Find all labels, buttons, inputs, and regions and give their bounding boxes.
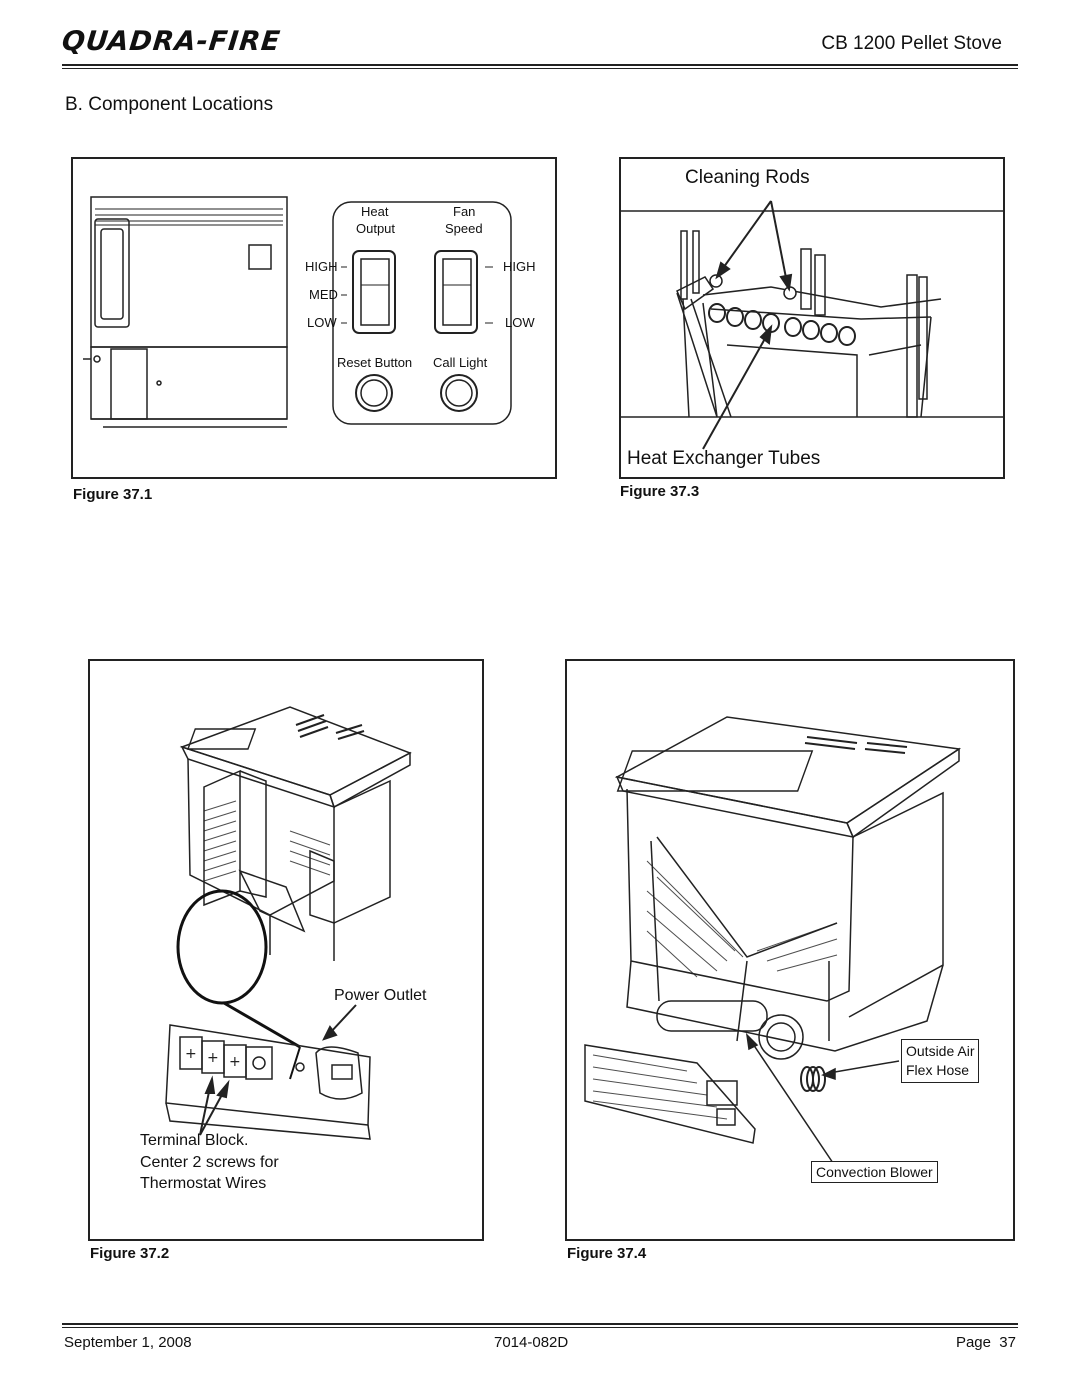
heat-label-1: Heat — [361, 204, 389, 219]
high-left-label: HIGH — [305, 259, 338, 274]
figure-37-4-caption: Figure 37.4 — [567, 1245, 647, 1262]
svg-text:+: + — [185, 1046, 197, 1062]
terminal-block-line-3: Thermostat Wires — [140, 1175, 267, 1192]
footer-rule-thin — [62, 1327, 1018, 1328]
figure-37-3: Cleaning Rods Heat Exchanger Tubes — [619, 157, 1005, 479]
figure-37-3-caption: Figure 37.3 — [620, 483, 700, 500]
convection-blower-drawing — [584, 716, 962, 1164]
header-rule — [62, 64, 1018, 66]
outside-air-line-2: Flex Hose — [906, 1062, 970, 1078]
footer-rule — [62, 1323, 1018, 1325]
low-left-label: LOW — [307, 315, 337, 330]
cleaning-rods-label: Cleaning Rods — [685, 167, 810, 188]
footer-date: September 1, 2008 — [64, 1334, 192, 1351]
svg-text:+: + — [229, 1054, 241, 1070]
fan-label-2: Speed — [445, 221, 483, 236]
heat-exchanger-label: Heat Exchanger Tubes — [627, 448, 821, 469]
terminal-block-line-1: Terminal Block. — [140, 1132, 249, 1149]
outside-air-label: Outside Air Flex Hose — [901, 1039, 980, 1083]
heat-label-2: Output — [356, 221, 396, 236]
figure-37-2: + + + Power Outlet Terminal Block. Center … — [88, 659, 484, 1241]
convection-blower-label: Convection Blower — [811, 1161, 938, 1183]
stove-rear-drawing: + + + — [165, 706, 412, 1140]
footer-page: Page 37 — [955, 1334, 1016, 1351]
figure-37-1-caption: Figure 37.1 — [73, 486, 153, 503]
med-label: MED — [309, 287, 338, 302]
fan-label-1: Fan — [453, 204, 476, 219]
low-right-label: LOW — [505, 315, 535, 330]
header-rule-thin — [62, 68, 1018, 69]
brand-logo: QUADRA-FIRE — [60, 26, 283, 57]
cleaning-rods-drawing — [621, 200, 1003, 450]
stove-front-drawing — [83, 196, 512, 428]
figure-37-4: Outside Air Flex Hose Convection Blower — [565, 659, 1015, 1241]
terminal-block-line-2: Center 2 screws for — [140, 1154, 279, 1171]
high-right-label: HIGH — [503, 259, 536, 274]
footer-doc-number: 7014-082D — [494, 1334, 569, 1351]
document-title: CB 1200 Pellet Stove — [821, 33, 1002, 54]
figure-37-2-caption: Figure 37.2 — [90, 1245, 170, 1262]
reset-button-label: Reset Button — [337, 355, 413, 370]
section-title: B. Component Locations — [65, 94, 274, 115]
svg-text:+: + — [207, 1050, 219, 1066]
outside-air-line-1: Outside Air — [906, 1043, 975, 1059]
power-outlet-label: Power Outlet — [334, 987, 427, 1004]
call-light-label: Call Light — [433, 355, 488, 370]
figure-37-1: Heat Output Fan Speed HIGH MED LOW HIGH … — [71, 157, 557, 479]
